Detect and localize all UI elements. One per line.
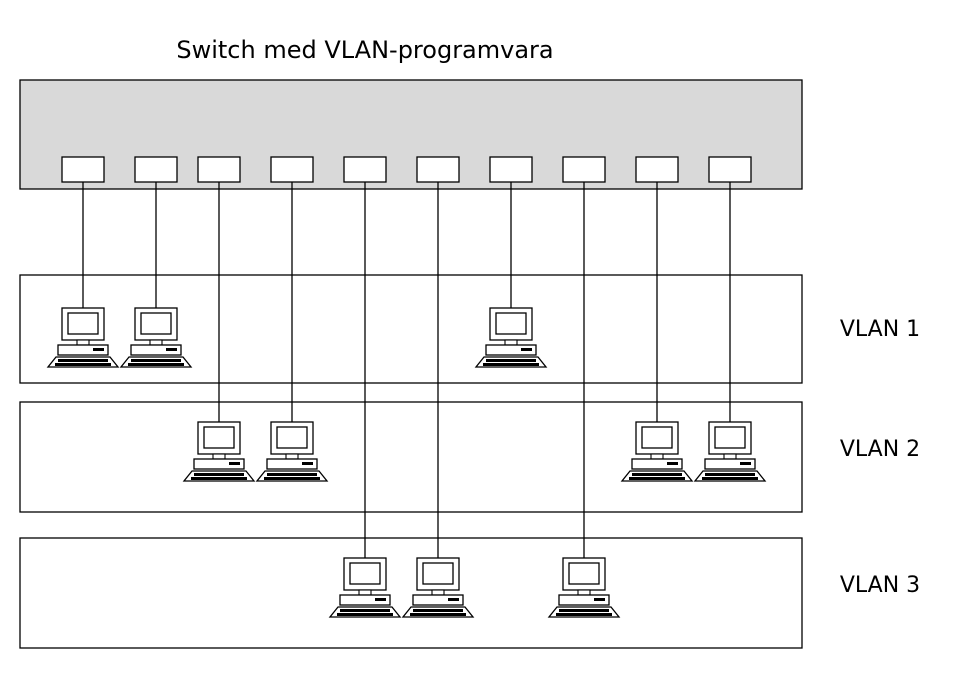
vlan-box bbox=[19, 401, 803, 513]
desktop-computer-icon bbox=[474, 307, 548, 368]
vlan-box bbox=[19, 537, 803, 649]
switch-ports bbox=[61, 156, 752, 183]
switch-port bbox=[343, 156, 387, 183]
vlan-label: VLAN 2 bbox=[840, 437, 920, 462]
diagram-title: Switch med VLAN-programvara bbox=[176, 36, 553, 64]
desktop-computer-icon bbox=[620, 421, 694, 482]
desktop-computer-icon bbox=[328, 557, 402, 618]
desktop-computer-icon bbox=[119, 307, 193, 368]
vlan-label: VLAN 3 bbox=[840, 573, 920, 598]
switch-port bbox=[635, 156, 679, 183]
desktop-computer-icon bbox=[401, 557, 475, 618]
switch-port bbox=[489, 156, 533, 183]
cable-layer bbox=[82, 182, 731, 558]
desktop-computer-icon bbox=[693, 421, 767, 482]
desktop-computer-icon bbox=[255, 421, 329, 482]
switch-port bbox=[197, 156, 241, 183]
switch-port bbox=[708, 156, 752, 183]
vlan-label: VLAN 1 bbox=[840, 317, 920, 342]
desktop-computer-icon bbox=[547, 557, 621, 618]
vlan-group-2: VLAN 2 bbox=[19, 401, 920, 513]
switch-port bbox=[416, 156, 460, 183]
desktop-computer-icon bbox=[46, 307, 120, 368]
switch-port bbox=[562, 156, 606, 183]
switch-port bbox=[134, 156, 178, 183]
desktop-computer-icon bbox=[182, 421, 256, 482]
switch-port bbox=[61, 156, 105, 183]
vlan-group-3: VLAN 3 bbox=[19, 537, 920, 649]
switch-port bbox=[270, 156, 314, 183]
computer-layer bbox=[46, 307, 767, 618]
